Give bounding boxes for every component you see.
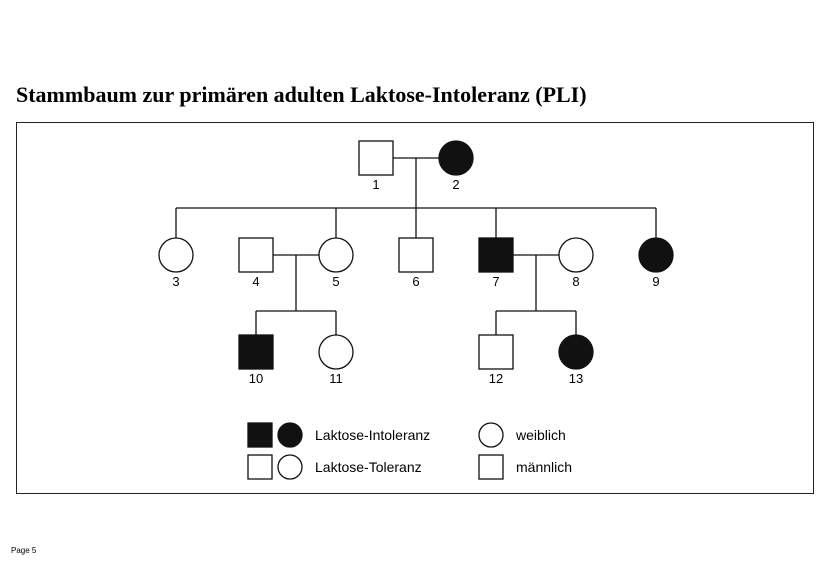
individual-5-number: 5 [332, 274, 339, 289]
page-title: Stammbaum zur primären adulten Laktose-I… [16, 82, 587, 107]
individual-11-number: 11 [329, 371, 343, 386]
legend-affected-male-symbol [247, 422, 273, 448]
individual-10-number: 10 [249, 371, 263, 386]
pedigree-lines [175, 157, 657, 335]
legend-female-label: weiblich [515, 427, 566, 443]
individual-8-number: 8 [572, 274, 579, 289]
individual-1-number: 1 [372, 177, 379, 192]
individual-3-circle [158, 237, 194, 273]
diagram-frame [16, 122, 814, 494]
individual-4-square [238, 237, 274, 273]
legend-affected-female-symbol [277, 422, 303, 448]
individual-8-circle [558, 237, 594, 273]
legend-male-label: männlich [516, 459, 572, 475]
individual-13-number: 13 [569, 371, 583, 386]
individual-7-number: 7 [492, 274, 499, 289]
individual-1-square [358, 140, 394, 176]
individual-4-number: 4 [252, 274, 259, 289]
individual-11-circle [318, 334, 354, 370]
individual-12-number: 12 [489, 371, 503, 386]
legend-unaffected-male-symbol [247, 454, 273, 480]
individual-9-number: 9 [652, 274, 659, 289]
individual-6-number: 6 [412, 274, 419, 289]
individual-2-number: 2 [452, 177, 459, 192]
individual-9-circle [638, 237, 674, 273]
legend: Laktose-Intoleranz Laktose-Toleranz weib… [247, 422, 572, 480]
page-number: Page 5 [11, 546, 37, 555]
individual-7-square [478, 237, 514, 273]
legend-female-symbol [478, 422, 504, 448]
legend-affected-label: Laktose-Intoleranz [315, 427, 430, 443]
individual-13-circle [558, 334, 594, 370]
individual-6-square [398, 237, 434, 273]
legend-male-symbol [478, 454, 504, 480]
individual-3-number: 3 [172, 274, 179, 289]
legend-unaffected-female-symbol [277, 454, 303, 480]
individual-10-square [238, 334, 274, 370]
individual-12-square [478, 334, 514, 370]
individual-5-circle [318, 237, 354, 273]
individual-2-circle [438, 140, 474, 176]
legend-unaffected-label: Laktose-Toleranz [315, 459, 422, 475]
